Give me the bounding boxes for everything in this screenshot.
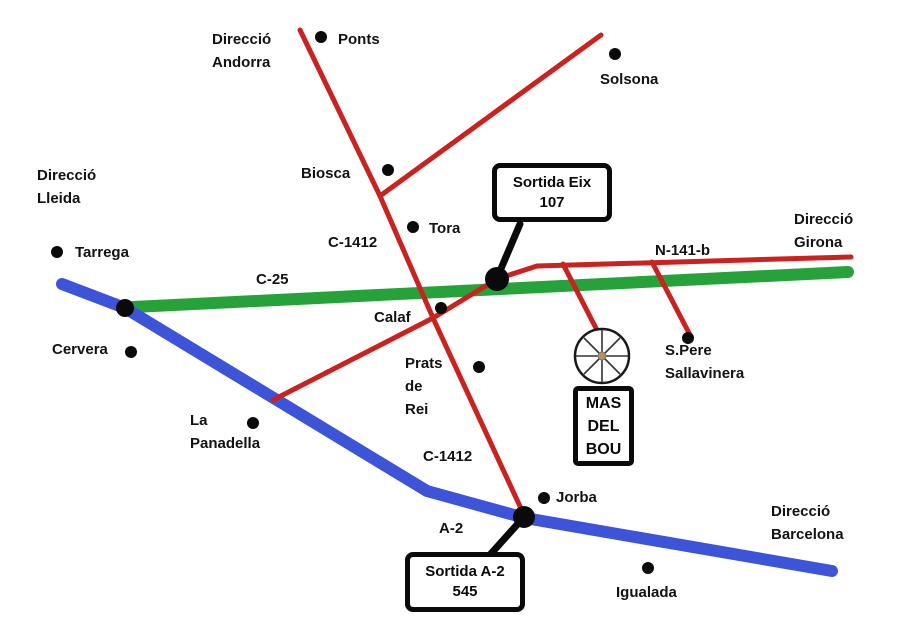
road-stub-s-pere	[649, 259, 692, 336]
road-label-a2: A-2	[439, 520, 464, 537]
label-line: Direcció	[771, 503, 831, 520]
label-line: Rei	[405, 401, 429, 418]
road-label-c25: C-25	[256, 271, 289, 288]
label-line: S.Pere	[665, 342, 712, 359]
town-dot-la-panadella	[247, 417, 259, 429]
label-line: Lleida	[37, 190, 81, 207]
town-label-prats-de-rei: Prats de Rei	[405, 352, 443, 421]
town-dot-solsona	[609, 48, 621, 60]
direction-label-barcelona: Direcció Barcelona	[771, 500, 844, 546]
road-label-n141b: N-141-b	[655, 242, 711, 259]
direction-label-girona: Direcció Girona	[794, 208, 853, 254]
label-line: de	[405, 378, 423, 395]
road-n141b	[494, 254, 854, 282]
town-dot-tora	[407, 221, 419, 233]
town-label-solsona: Solsona	[600, 71, 659, 88]
junction-dot-sortida-eix-107	[485, 267, 509, 291]
town-label-igualada: Igualada	[616, 584, 677, 601]
label-line: Prats	[405, 355, 443, 372]
town-label-jorba: Jorba	[556, 489, 597, 506]
town-label-la-panadella: La Panadella	[190, 409, 260, 455]
junction-dot-sortida-a2-545	[513, 506, 535, 528]
road-panadella-calaf	[270, 276, 500, 403]
town-label-calaf: Calaf	[374, 309, 411, 326]
label-line: 545	[452, 583, 478, 600]
town-dot-prats-de-rei	[473, 361, 485, 373]
town-dot-igualada	[642, 562, 654, 574]
town-label-ponts: Ponts	[338, 31, 380, 48]
direction-label-andorra: Direcció Andorra	[212, 28, 271, 74]
label-line: 107	[539, 193, 565, 211]
label-line: Direcció	[212, 31, 272, 48]
town-dot-calaf	[435, 302, 447, 314]
label-line: Barcelona	[771, 526, 844, 543]
label-line: MAS	[585, 394, 622, 412]
road-c25	[127, 266, 854, 313]
label-line: Panadella	[190, 435, 261, 452]
town-label-tora: Tora	[429, 220, 461, 237]
destination-sign-mas-del-bou: MAS DEL BOU	[573, 386, 634, 466]
town-label-tarrega: Tarrega	[75, 244, 129, 261]
label-line: Sortida A-2	[425, 563, 505, 580]
label-line: Direcció	[794, 211, 854, 228]
label-line: Sortida Eix	[512, 173, 592, 191]
town-label-s-pere-sallavinera: S.Pere Sallavinera	[665, 339, 744, 385]
town-dot-cervera	[125, 346, 137, 358]
road-c1412	[297, 27, 527, 518]
label-line: Direcció	[37, 167, 97, 184]
town-dot-biosca	[382, 164, 394, 176]
road-a2	[56, 278, 838, 577]
label-line: DEL	[587, 417, 620, 435]
road-label-c1412-north: C-1412	[328, 234, 378, 251]
exit-sign-eix-107: Sortida Eix 107	[492, 163, 612, 222]
town-dot-ponts	[315, 31, 327, 43]
label-line: Sallavinera	[665, 365, 745, 382]
label-line: La	[190, 412, 208, 429]
junction-dot-tarrega-c25	[116, 299, 134, 317]
road-label-c1412-south: C-1412	[423, 448, 473, 465]
town-dot-tarrega	[51, 246, 63, 258]
road-stub-mas-del-bou	[560, 261, 603, 339]
town-label-cervera: Cervera	[52, 341, 108, 358]
label-line: BOU	[585, 440, 622, 458]
town-dot-jorba	[538, 492, 550, 504]
road-branch-solsona	[377, 32, 604, 199]
town-dot-s-pere	[682, 332, 694, 344]
windmill-icon	[573, 327, 631, 385]
exit-sign-a2-545: Sortida A-2 545	[405, 552, 525, 612]
town-label-biosca: Biosca	[301, 165, 351, 182]
direction-label-lleida: Direcció Lleida	[37, 164, 96, 210]
label-line: Girona	[794, 234, 843, 251]
label-line: Andorra	[212, 54, 271, 71]
